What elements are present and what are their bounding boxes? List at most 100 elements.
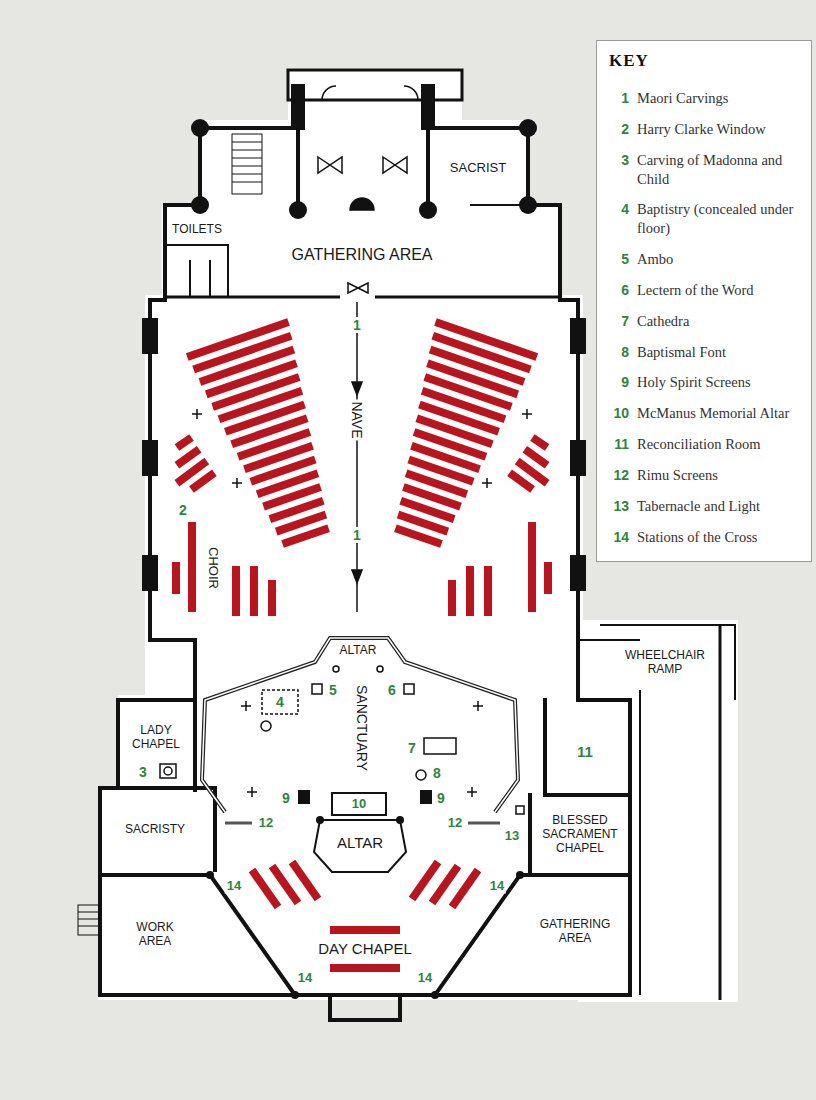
- callout-number: 3: [609, 151, 629, 189]
- key-entry: 9Holy Spirit Screens: [609, 373, 801, 392]
- stair: [78, 134, 262, 935]
- wall: [298, 100, 428, 210]
- key-text: Holy Spirit Screens: [637, 373, 801, 392]
- partition: [719, 625, 722, 1000]
- floor-area: [145, 295, 583, 705]
- door: [322, 86, 418, 100]
- sanctuary-step: [202, 638, 518, 812]
- furnishing: [164, 767, 172, 775]
- nave-aisle: [352, 302, 362, 612]
- room-name: LADY CHAPEL: [121, 724, 191, 752]
- pew: [225, 405, 304, 432]
- solid-mark: [396, 816, 404, 824]
- wall: [528, 128, 578, 300]
- room-name: GATHERING AREA: [529, 918, 621, 946]
- callout-number: 5: [327, 682, 339, 698]
- pew: [532, 437, 547, 447]
- cross-mark: [192, 409, 242, 488]
- column: [519, 196, 537, 214]
- callout-number: 5: [609, 250, 629, 269]
- callout-number: 4: [274, 694, 286, 710]
- callout-number: 1: [351, 317, 363, 333]
- key-heading: KEY: [609, 51, 801, 71]
- furnishing: [516, 806, 524, 814]
- solid-mark: [206, 871, 214, 879]
- key-entry: 3Carving of Madonna and Child: [609, 151, 801, 189]
- room-name: ALTAR: [335, 834, 385, 851]
- key-entry: 5 Ambo: [609, 250, 801, 269]
- pew: [177, 322, 547, 544]
- key-entry: 2Harry Clarke Window: [609, 120, 801, 139]
- callout-number: 11: [575, 743, 595, 760]
- key-text: Rimu Screens: [637, 466, 801, 485]
- solid-mark: [206, 790, 524, 999]
- callout-number: 14: [416, 971, 434, 986]
- callout-number: 14: [225, 879, 243, 894]
- callout-number: 11: [609, 435, 629, 454]
- stair: [232, 142, 262, 182]
- floor-area: [162, 120, 562, 300]
- key-box: KEY 1Maori Carvings 2Harry Clarke Window 3C…: [596, 40, 812, 562]
- room-name: WHEELCHAIR RAMP: [615, 649, 715, 677]
- key-text: Reconciliation Room: [637, 435, 801, 454]
- wall: [520, 700, 630, 875]
- callout-number: 12: [609, 466, 629, 485]
- wall: [100, 873, 210, 877]
- solid-mark: [316, 816, 324, 824]
- callout-number: 9: [280, 790, 292, 806]
- room-name: SACRIST: [448, 161, 508, 176]
- key-text: McManus Memorial Altar: [637, 404, 801, 423]
- pew: [525, 449, 547, 465]
- nave-aisle: [356, 302, 358, 612]
- nave-aisle: [352, 382, 362, 395]
- pew: [177, 449, 199, 465]
- callout-number: 6: [609, 281, 629, 300]
- solid-mark: [420, 790, 432, 804]
- callout-number: 3: [137, 764, 149, 780]
- nave-aisle: [352, 570, 362, 583]
- pew: [422, 391, 505, 420]
- column: [291, 84, 305, 130]
- key-entry: 12 Rimu Screens: [609, 466, 801, 485]
- room-name: TOILETS: [170, 223, 224, 237]
- cross-mark: [192, 409, 532, 797]
- furnishing: [312, 684, 322, 694]
- key-text: Ambo: [637, 250, 801, 269]
- column: [289, 201, 307, 219]
- solid-mark: [291, 991, 299, 999]
- floor-area: [288, 68, 462, 123]
- column: [142, 318, 158, 354]
- room-name: SACRISTY: [123, 823, 187, 837]
- furnishing: [314, 820, 406, 872]
- furnishing: [262, 690, 298, 714]
- room-name: GATHERING AREA: [289, 246, 434, 264]
- callout-number: 8: [609, 343, 629, 362]
- pew: [177, 437, 192, 447]
- key-entry: 8 Baptismal Font: [609, 343, 801, 362]
- key-entry: 11 Reconciliation Room: [609, 435, 801, 454]
- room-name: WORK AREA: [120, 921, 190, 949]
- door: [383, 157, 407, 173]
- room-name: NAVE: [349, 399, 365, 440]
- furnishing: [261, 721, 271, 731]
- key-entry: 1Maori Carvings: [609, 89, 801, 108]
- column: [142, 440, 158, 476]
- callout-number: 9: [435, 790, 447, 806]
- furnishing: [160, 666, 524, 872]
- pew: [187, 322, 288, 357]
- callout-number: 13: [609, 497, 629, 516]
- partition: [165, 245, 228, 297]
- key-text: Baptismal Font: [637, 343, 801, 362]
- callout-number: 14: [488, 879, 506, 894]
- key-entry: 14Stations of the Cross: [609, 528, 801, 547]
- callout-number: 4: [609, 200, 629, 238]
- sanctuary-step: [202, 638, 518, 812]
- callout-number: 13: [503, 829, 521, 844]
- key-entry: 10McManus Memorial Altar: [609, 404, 801, 423]
- column: [421, 84, 435, 130]
- partition: [165, 296, 560, 299]
- pew: [435, 322, 536, 357]
- key-text: Maori Carvings: [637, 89, 801, 108]
- day-chapel-pew: [412, 862, 478, 907]
